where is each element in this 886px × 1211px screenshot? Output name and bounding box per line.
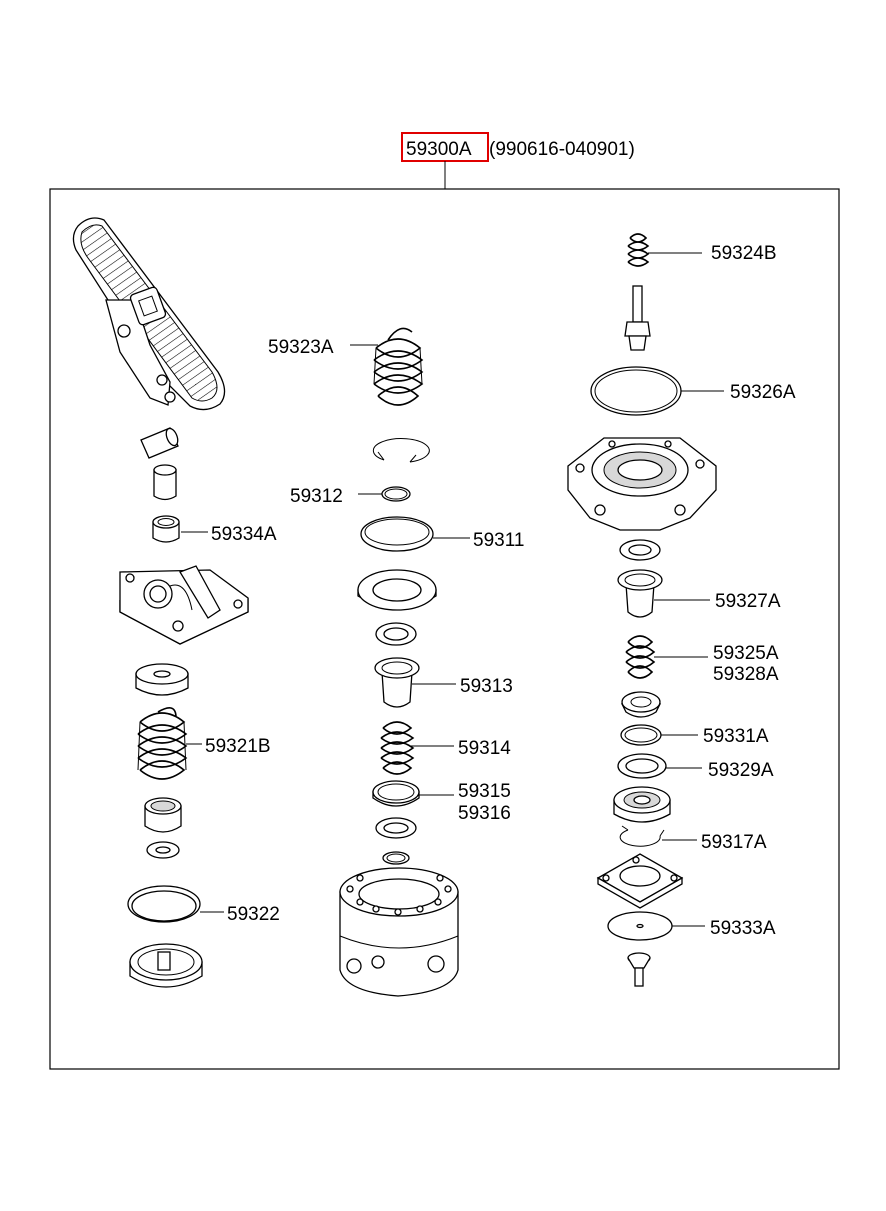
label-59316: 59316: [458, 803, 511, 824]
assembly-header: 59300A (990616-040901): [401, 132, 635, 189]
part-59323A[interactable]: 59323A: [268, 327, 424, 406]
label-59321B: 59321B: [205, 736, 271, 757]
assembly-date-range: (990616-040901): [489, 139, 635, 160]
flange-housing: [567, 437, 717, 531]
label-59312: 59312: [290, 486, 343, 507]
part-59329A[interactable]: 59329A: [617, 753, 774, 781]
large-washer-center: [357, 569, 437, 611]
label-59328A: 59328A: [713, 664, 779, 685]
diagram-frame: [49, 188, 840, 1070]
valve-stem-right: [627, 952, 651, 987]
part-59314[interactable]: 59314: [380, 721, 511, 775]
part-59334A[interactable]: 59334A: [152, 515, 277, 545]
part-59311[interactable]: 59311: [360, 516, 524, 552]
part-59327A[interactable]: 59327A: [617, 569, 781, 618]
part-59331A[interactable]: 59331A: [620, 724, 769, 747]
label-59333A: 59333A: [710, 918, 776, 939]
part-59321B[interactable]: 59321B: [137, 707, 271, 780]
label-59311: 59311: [473, 530, 524, 551]
washer-center-a: [375, 817, 417, 839]
label-59317A: 59317A: [701, 832, 767, 853]
label-59324B: 59324B: [711, 243, 777, 264]
label-59327A: 59327A: [715, 591, 781, 612]
washer-right-a: [619, 539, 661, 561]
label-59322: 59322: [227, 904, 280, 925]
label-59326A: 59326A: [730, 382, 796, 403]
label-59334A: 59334A: [211, 524, 277, 545]
part-59322[interactable]: 59322: [127, 885, 280, 925]
part-59324B[interactable]: 59324B: [627, 233, 777, 267]
part-59326A[interactable]: 59326A: [590, 366, 796, 416]
pedal-bush: [153, 464, 177, 501]
label-59331A: 59331A: [703, 726, 769, 747]
washer-small-left: [146, 841, 180, 859]
assembly-part-number[interactable]: 59300A: [406, 139, 472, 160]
small-washer-center: [375, 622, 417, 646]
part-59312[interactable]: 59312: [290, 486, 411, 507]
part-59315-59316[interactable]: 59315 59316: [372, 780, 511, 824]
pedal-pin: [140, 427, 179, 459]
snap-ring-center: [372, 438, 430, 463]
cover-plate-right: [596, 853, 684, 909]
valve-housing: [339, 867, 459, 997]
part-59325A-59328A[interactable]: 59325A 59328A: [625, 635, 779, 685]
part-59313[interactable]: 59313: [374, 657, 513, 708]
valve-seat-right: [613, 786, 671, 823]
label-59314: 59314: [458, 738, 511, 759]
label-59329A: 59329A: [708, 760, 774, 781]
part-59333A[interactable]: 59333A: [607, 911, 776, 941]
spring-seat-upper: [135, 663, 189, 696]
push-rod: [624, 285, 651, 351]
spring-seat-lower: [144, 797, 182, 833]
part-59317A[interactable]: 59317A: [619, 825, 767, 853]
washer-center-b: [382, 851, 410, 865]
brake-pedal: [72, 217, 226, 411]
label-59323A: 59323A: [268, 337, 334, 358]
boot-cover: [129, 943, 203, 988]
pedal-bracket: [119, 565, 249, 645]
spring-cup-right: [620, 691, 662, 718]
label-59325A: 59325A: [713, 643, 779, 664]
label-59315: 59315: [458, 781, 511, 802]
label-59313: 59313: [460, 676, 513, 697]
